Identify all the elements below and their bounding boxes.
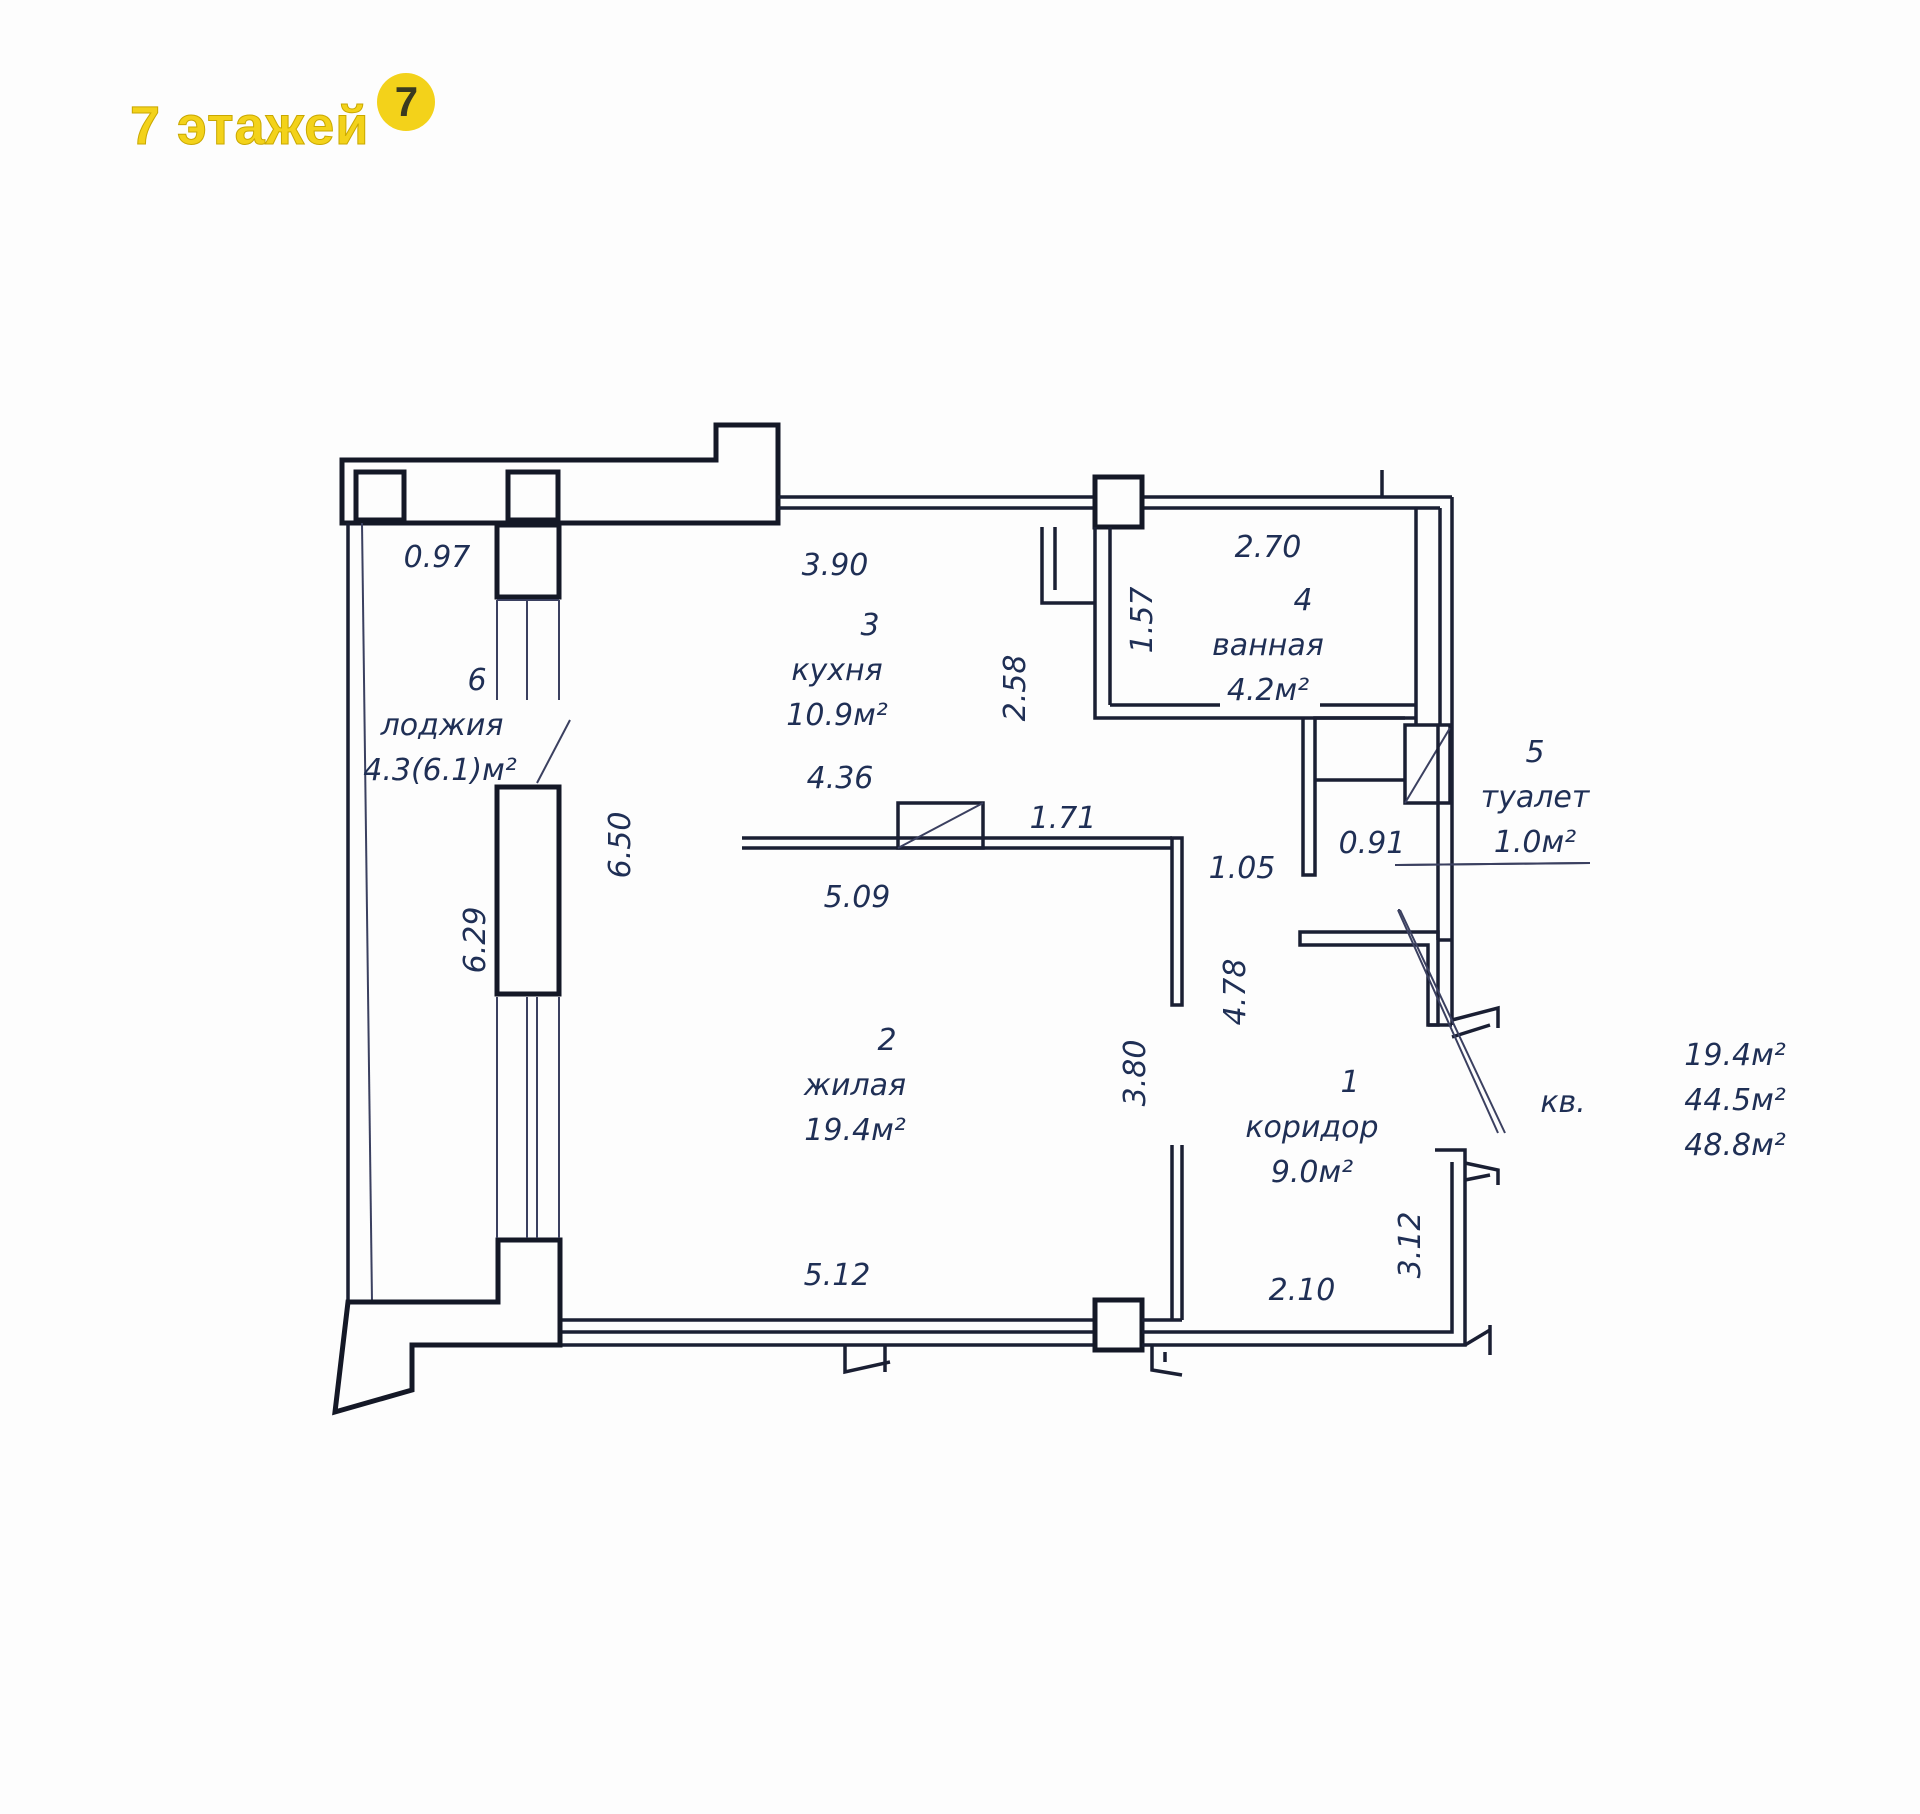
room-area: 9.0м²	[1271, 1155, 1353, 1190]
room-area: 19.4м²	[804, 1113, 905, 1148]
dimension-label: 1.05	[1209, 851, 1276, 886]
room-5-toilet: 5 туалет 1.0м²	[1481, 735, 1591, 860]
room-2-living: 2 жилая 19.4м²	[803, 1023, 906, 1148]
room-number: 1	[1340, 1065, 1359, 1100]
dimension-label: 0.91	[1339, 826, 1406, 861]
room-name: лоджия	[380, 708, 504, 743]
room-name: кухня	[791, 653, 882, 688]
room-4-bathroom: 4 ванная 4.2м²	[1212, 583, 1324, 708]
room-3-kitchen: 3 кухня 10.9м²	[786, 608, 887, 733]
room-number: 5	[1525, 735, 1544, 770]
dimension-label: 3.80	[1118, 1040, 1153, 1107]
room-number: 6	[467, 663, 486, 698]
dimension-label: 1.57	[1125, 587, 1160, 654]
room-6-loggia: 6 лоджия 4.3(6.1)м²	[363, 663, 517, 788]
brand-logo-badge: 7	[377, 73, 436, 131]
apartment-label: кв.	[1540, 1085, 1585, 1120]
room-area: 4.2м²	[1227, 673, 1309, 708]
dimension-label: 1.71	[1030, 801, 1097, 836]
brand-logo: 7 этажей 7	[129, 73, 436, 157]
room-area: 1.0м²	[1494, 825, 1576, 860]
dimension-label: 5.12	[804, 1258, 871, 1293]
dimension-label: 3.90	[802, 548, 869, 583]
room-area: 4.3(6.1)м²	[363, 753, 517, 788]
dimension-label: 2.58	[998, 655, 1033, 722]
apartment-summary: кв. 19.4м² 44.5м² 48.8м²	[1540, 1038, 1785, 1163]
total-area-with-loggia: 48.8м²	[1684, 1128, 1785, 1163]
dimension-label: 3.12	[1393, 1212, 1428, 1279]
room-1-corridor: 1 коридор 9.0м²	[1245, 1065, 1378, 1190]
dimensions: 0.97 3.90 2.70 1.57 2.58 4.36 1.71 6.50 …	[404, 530, 1428, 1308]
dimension-label: 2.10	[1269, 1273, 1336, 1308]
toilet-leader-line	[1397, 862, 1591, 866]
brand-logo-text: 7 этажей	[129, 96, 370, 157]
walls	[332, 422, 1591, 1416]
room-name: жилая	[803, 1068, 906, 1103]
room-area: 10.9м²	[786, 698, 887, 733]
dimension-label: 6.29	[458, 907, 493, 974]
dimension-label: 4.36	[807, 761, 874, 796]
room-number: 4	[1293, 583, 1312, 618]
dimension-label: 0.97	[404, 540, 471, 575]
room-name: туалет	[1481, 780, 1591, 815]
dimension-label: 6.50	[603, 812, 638, 879]
total-area: 44.5м²	[1684, 1083, 1785, 1118]
room-number: 3	[860, 608, 879, 643]
room-name: коридор	[1245, 1110, 1378, 1145]
living-area: 19.4м²	[1684, 1038, 1785, 1073]
dimension-label: 2.70	[1235, 530, 1302, 565]
room-number: 2	[877, 1023, 896, 1058]
dimension-label: 4.78	[1218, 959, 1253, 1026]
room-name: ванная	[1212, 628, 1324, 663]
dimension-label: 5.09	[824, 880, 891, 915]
